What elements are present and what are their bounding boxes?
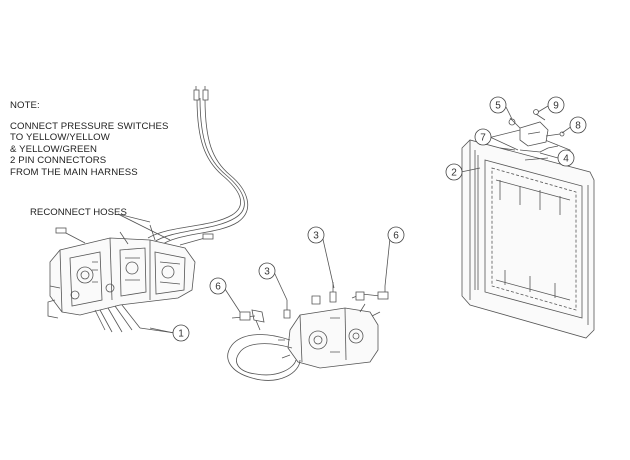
- cooler-frame-assembly: [461, 129, 595, 339]
- callout-8-circle: [569, 116, 587, 134]
- callout-1: 1: [178, 329, 184, 340]
- callout-5-circle: [489, 96, 507, 114]
- pressure-switches: [231, 282, 389, 321]
- callout-4: 4: [563, 154, 569, 165]
- note-line-4: 2 PIN CONNECTORS: [10, 155, 107, 167]
- pump-assembly-middle: [278, 303, 381, 369]
- note-line-5: FROM THE MAIN HARNESS: [10, 166, 138, 178]
- callout-6a-circle: [209, 277, 227, 295]
- callout-6a: 6: [215, 282, 221, 293]
- callout-circles: [172, 96, 587, 342]
- note-title: NOTE:: [10, 100, 40, 111]
- note-line-2: TO YELLOW/YELLOW: [10, 132, 110, 144]
- note-line-1: CONNECT PRESSURE SWITCHES: [10, 120, 169, 132]
- reconnect-leaders: [117, 213, 171, 241]
- callout-5: 5: [495, 101, 501, 112]
- callout-3a-circle: [307, 226, 325, 244]
- callout-3a: 3: [313, 231, 319, 242]
- callout-7: 7: [480, 133, 486, 144]
- callout-4-circle: [557, 149, 575, 167]
- callout-6b: 6: [393, 231, 399, 242]
- note-line-3: & YELLOW/GREEN: [10, 143, 98, 155]
- pump-assembly-left: [47, 224, 214, 334]
- callout-6b-circle: [387, 226, 405, 244]
- callout-leaders: [149, 105, 573, 334]
- callout-3b: 3: [264, 267, 270, 278]
- callout-3b-circle: [258, 262, 276, 280]
- callout-9: 9: [553, 101, 559, 112]
- hydraulic-hose-loop: [227, 309, 301, 381]
- assembly-note: NOTE: CONNECT PRESSURE SWITCHES TO YELLO…: [10, 100, 169, 179]
- hydraulic-hoses-upper: [147, 86, 248, 247]
- callout-2: 2: [451, 168, 457, 179]
- callout-9-circle: [547, 96, 565, 114]
- callout-1-circle: [172, 324, 190, 342]
- reconnect-hoses-label: RECONNECT HOSES: [30, 207, 127, 218]
- mounting-hardware: [499, 109, 565, 161]
- callout-7-circle: [474, 128, 492, 146]
- callout-8: 8: [575, 121, 581, 132]
- callout-2-circle: [445, 163, 463, 181]
